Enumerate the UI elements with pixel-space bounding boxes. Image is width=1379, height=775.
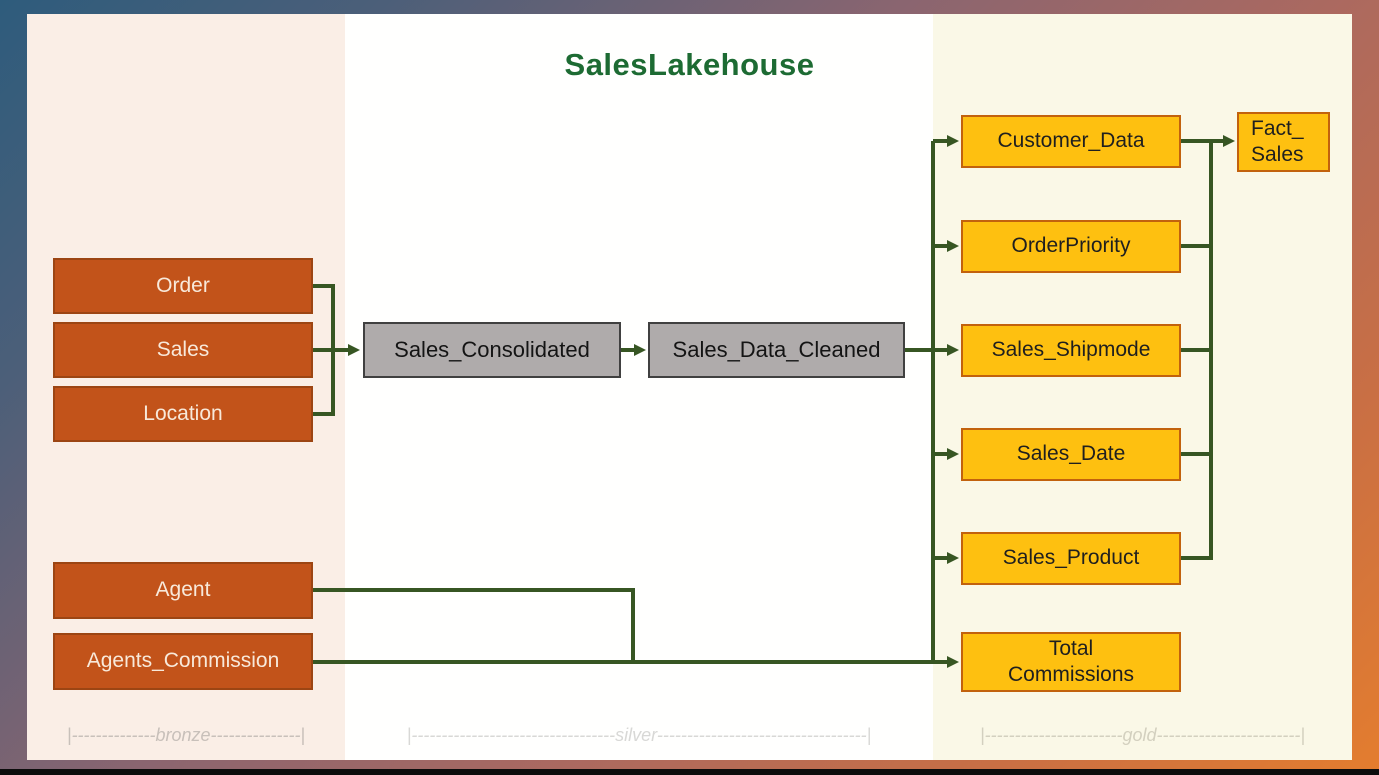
node-sales-shipmode-label: Sales_Shipmode bbox=[991, 338, 1151, 362]
node-sales-shipmode: Sales_Shipmode bbox=[961, 324, 1181, 377]
node-sales-consolidated: Sales_Consolidated bbox=[363, 322, 621, 378]
node-order-priority: OrderPriority bbox=[961, 220, 1181, 273]
diagram-title: SalesLakehouse bbox=[564, 47, 815, 82]
bottom-black-strip bbox=[0, 769, 1379, 775]
node-sales-date: Sales_Date bbox=[961, 428, 1181, 481]
node-order-label: Order bbox=[156, 273, 210, 297]
node-sales-product-label: Sales_Product bbox=[1002, 546, 1140, 570]
node-sales-product: Sales_Product bbox=[961, 532, 1181, 585]
diagram-canvas: |--------------bronze---------------| |-… bbox=[27, 14, 1352, 760]
node-total-commissions-label: Total Commissions bbox=[1007, 636, 1135, 686]
node-sales: Sales bbox=[53, 322, 313, 378]
node-sales-date-label: Sales_Date bbox=[1016, 442, 1126, 466]
node-customer-data-label: Customer_Data bbox=[997, 129, 1145, 153]
node-agent: Agent bbox=[53, 562, 313, 619]
node-location: Location bbox=[53, 386, 313, 442]
node-fact-sales-label: Fact_ Sales bbox=[1251, 116, 1304, 166]
node-agents-commission: Agents_Commission bbox=[53, 633, 313, 690]
node-agent-label: Agent bbox=[155, 578, 211, 602]
node-order-priority-label: OrderPriority bbox=[1011, 234, 1131, 258]
node-order: Order bbox=[53, 258, 313, 314]
gold-zone-marker: |-----------------------gold------------… bbox=[979, 725, 1306, 745]
node-fact-sales: Fact_ Sales bbox=[1237, 112, 1330, 172]
bronze-zone-marker: |--------------bronze---------------| bbox=[66, 725, 306, 745]
node-total-commissions: Total Commissions bbox=[961, 632, 1181, 692]
node-sales-label: Sales bbox=[156, 337, 210, 361]
node-sales-consolidated-label: Sales_Consolidated bbox=[394, 337, 590, 363]
node-location-label: Location bbox=[143, 401, 223, 425]
node-sales-data-cleaned-label: Sales_Data_Cleaned bbox=[672, 337, 881, 363]
silver-zone-marker: |----------------------------------silve… bbox=[406, 725, 872, 745]
node-sales-data-cleaned: Sales_Data_Cleaned bbox=[648, 322, 905, 378]
node-agents-commission-label: Agents_Commission bbox=[86, 649, 280, 673]
silver-zone: |----------------------------------silve… bbox=[345, 14, 933, 760]
node-customer-data: Customer_Data bbox=[961, 115, 1181, 168]
